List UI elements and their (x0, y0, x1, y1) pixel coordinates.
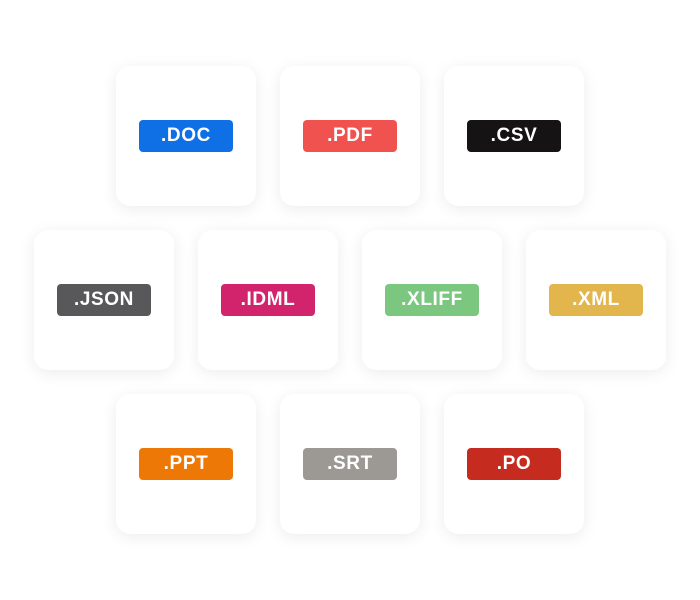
card-csv: .CSV (444, 66, 584, 206)
card-xliff: .XLIFF (362, 230, 502, 370)
card-idml: .IDML (198, 230, 338, 370)
format-row-3: .PPT .SRT .PO (116, 394, 584, 534)
card-doc: .DOC (116, 66, 256, 206)
card-ppt: .PPT (116, 394, 256, 534)
card-json: .JSON (34, 230, 174, 370)
file-format-badge-idml: .IDML (221, 284, 315, 316)
file-format-badge-pdf: .PDF (303, 120, 397, 152)
file-format-badge-srt: .SRT (303, 448, 397, 480)
card-po: .PO (444, 394, 584, 534)
card-pdf: .PDF (280, 66, 420, 206)
file-format-badge-po: .PO (467, 448, 561, 480)
file-format-badge-xml: .XML (549, 284, 643, 316)
file-format-badge-json: .JSON (57, 284, 151, 316)
card-srt: .SRT (280, 394, 420, 534)
file-format-badge-doc: .DOC (139, 120, 233, 152)
card-xml: .XML (526, 230, 666, 370)
file-format-badge-xliff: .XLIFF (385, 284, 479, 316)
format-row-1: .DOC .PDF .CSV (116, 66, 584, 206)
file-format-badge-csv: .CSV (467, 120, 561, 152)
file-format-badge-ppt: .PPT (139, 448, 233, 480)
file-format-grid: .DOC .PDF .CSV .JSON .IDML .XLIFF .XML (34, 66, 666, 534)
format-row-2: .JSON .IDML .XLIFF .XML (34, 230, 666, 370)
